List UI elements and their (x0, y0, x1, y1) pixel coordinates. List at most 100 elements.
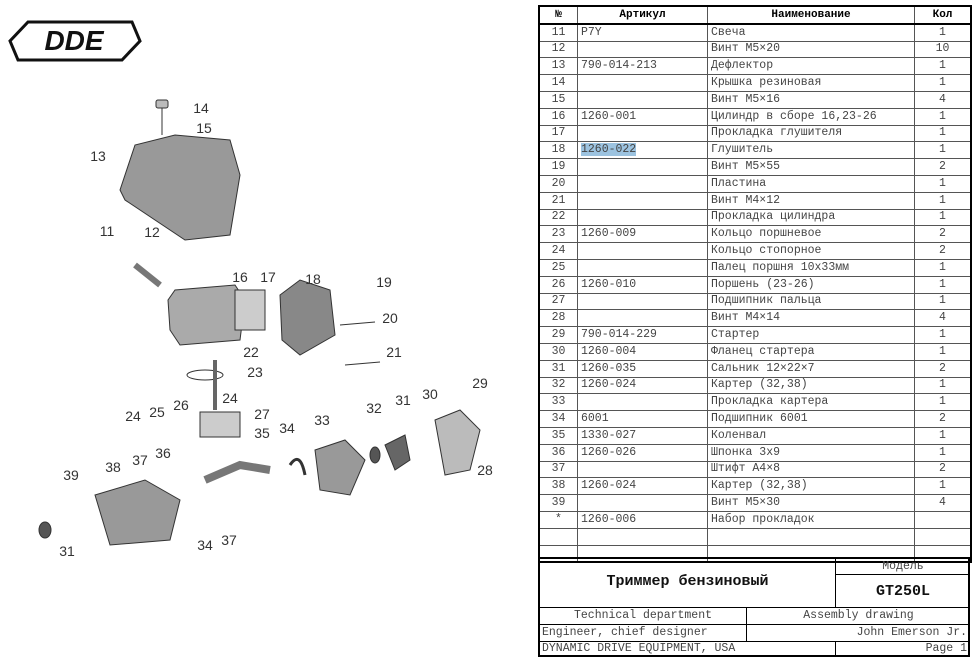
cell-name: Подшипник 6001 (707, 410, 915, 428)
cell-name: Прокладка глушителя (707, 124, 915, 143)
page-number: Page 1 (925, 642, 967, 655)
cell-name: Винт M5×55 (707, 158, 915, 176)
cell-num: 13 (538, 57, 578, 76)
selected-text[interactable]: 1260-022 (581, 143, 637, 157)
callout-label: 22 (243, 344, 259, 360)
cell-name: Подшипник пальца (707, 292, 915, 311)
callout-label: 32 (366, 400, 382, 416)
cell-name: Дефлектор (707, 57, 915, 76)
cell-article (577, 74, 708, 92)
callout-label: 23 (247, 364, 263, 380)
cell-article: 1260-010 (577, 275, 708, 294)
cell-num: * (538, 510, 578, 529)
cell-article: 1260-001 (577, 107, 708, 126)
cell-article (577, 527, 708, 546)
cell-num: 32 (538, 376, 578, 395)
model-value: GT250L (836, 575, 970, 608)
cell-qty: 2 (914, 225, 972, 244)
cell-article: 790-014-213 (577, 57, 708, 76)
cell-qty (914, 510, 972, 529)
callout-label: 13 (90, 148, 106, 164)
col-num: № (538, 5, 578, 25)
company: DYNAMIC DRIVE EQUIPMENT, USA (540, 642, 836, 657)
cell-article (577, 158, 708, 176)
callout-label: 18 (305, 271, 321, 287)
cell-qty: 1 (914, 477, 972, 496)
cell-num: 15 (538, 90, 578, 109)
cell-article (577, 124, 708, 143)
cell-name: Сальник 12×22×7 (707, 359, 915, 378)
callout-label: 17 (260, 269, 276, 285)
callout-label: 31 (395, 392, 411, 408)
cell-article: 1260-024 (577, 376, 708, 395)
cell-name: Картер (32,38) (707, 376, 915, 395)
callout-label: 36 (155, 445, 171, 461)
cell-article (577, 90, 708, 109)
cell-qty: 1 (914, 107, 972, 126)
callout-label: 37 (132, 452, 148, 468)
cell-num: 14 (538, 74, 578, 92)
cell-qty: 1 (914, 258, 972, 277)
cell-name: Свеча (707, 23, 915, 42)
col-name: Наименование (707, 5, 915, 25)
cell-num: 30 (538, 342, 578, 361)
cell-article: 1260-004 (577, 342, 708, 361)
callout-label: 15 (196, 120, 212, 136)
callout-label: 19 (376, 274, 392, 290)
callout-label: 28 (477, 462, 493, 478)
cell-article (577, 242, 708, 260)
cell-article: 1330-027 (577, 426, 708, 445)
cell-num: 38 (538, 477, 578, 496)
cell-name: Кольцо поршневое (707, 225, 915, 244)
cell-name: Пластина (707, 174, 915, 193)
callout-label: 12 (144, 224, 160, 240)
cell-article (577, 393, 708, 412)
cell-num: 29 (538, 326, 578, 344)
cell-num: 37 (538, 460, 578, 479)
cell-name: Коленвал (707, 426, 915, 445)
callout-label: 11 (100, 223, 115, 239)
cell-qty: 1 (914, 208, 972, 227)
cell-num: 31 (538, 359, 578, 378)
callout-label: 31 (59, 543, 75, 559)
cell-article (577, 460, 708, 479)
cell-article (577, 258, 708, 277)
drawing-type: Assembly drawing (747, 608, 970, 625)
role: Engineer, chief designer (540, 625, 747, 642)
col-article: Артикул (577, 5, 708, 25)
cell-article: 1260-022 (577, 141, 708, 160)
cell-num: 22 (538, 208, 578, 227)
cell-qty: 1 (914, 275, 972, 294)
cell-name: Поршень (23-26) (707, 275, 915, 294)
cell-num: 11 (538, 23, 578, 42)
callout-label: 25 (149, 404, 165, 420)
cell-qty: 1 (914, 443, 972, 462)
cell-num (538, 527, 578, 546)
cell-name: Винт M4×12 (707, 191, 915, 210)
cell-article (577, 174, 708, 193)
callout-label: 37 (221, 532, 237, 548)
cell-name: Винт M5×30 (707, 494, 915, 512)
col-qty: Кол (914, 5, 972, 25)
parts-drawing (38, 99, 481, 546)
cell-name: Фланец стартера (707, 342, 915, 361)
